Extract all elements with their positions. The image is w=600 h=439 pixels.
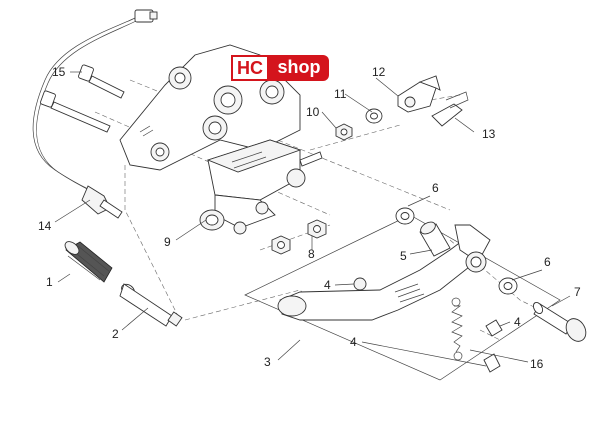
- logo-hc-text: HC: [231, 55, 269, 81]
- callout-4c: 4: [350, 335, 357, 349]
- footrest-rubber-part-1: [64, 241, 113, 283]
- callout-leader-lines: [54, 71, 571, 367]
- clevis-part-12: [397, 75, 441, 113]
- callout-11: 11: [334, 87, 347, 101]
- callout-7: 7: [574, 285, 581, 299]
- callout-4a: 4: [324, 278, 331, 292]
- footrest-peg-part-2: [119, 283, 183, 327]
- callout-16: 16: [530, 357, 544, 371]
- callout-14: 14: [38, 219, 52, 233]
- pivot-bolt-part-7: [532, 301, 587, 342]
- logo-shop-text: shop: [269, 55, 329, 81]
- sensor-cable-part-14: [32, 9, 158, 219]
- callout-6a: 6: [432, 181, 439, 195]
- callout-6b: 6: [544, 255, 551, 269]
- callout-numbers: 15 12 11 10 13 6 14 9 8 5 6 1 4 7 4 2 4 …: [38, 65, 581, 371]
- callout-13: 13: [482, 127, 496, 141]
- washer-part-11: [365, 108, 383, 124]
- callout-2: 2: [112, 327, 119, 341]
- bushing-part-5: [419, 221, 451, 257]
- washer-part-6: [395, 207, 518, 295]
- pedal-assembly-frame: [244, 214, 561, 381]
- screw-part-4: [353, 277, 503, 373]
- clip-part-13: [431, 91, 469, 127]
- hc-shop-logo: HC shop: [231, 55, 329, 81]
- brake-pedal-part-3: [277, 224, 491, 321]
- return-spring-part-16: [451, 297, 463, 361]
- callout-4b: 4: [514, 315, 521, 329]
- callout-12: 12: [372, 65, 386, 79]
- nut-part-10: [335, 123, 353, 141]
- callout-8: 8: [308, 247, 315, 261]
- callout-3: 3: [264, 355, 271, 369]
- master-cylinder-part-9: [199, 139, 323, 235]
- callout-15: 15: [52, 65, 66, 79]
- callout-9: 9: [164, 235, 171, 249]
- callout-1: 1: [46, 275, 53, 289]
- nut-part-8: [271, 219, 327, 255]
- callout-10: 10: [306, 105, 320, 119]
- callout-5: 5: [400, 249, 407, 263]
- bolt-part-15: [40, 64, 125, 133]
